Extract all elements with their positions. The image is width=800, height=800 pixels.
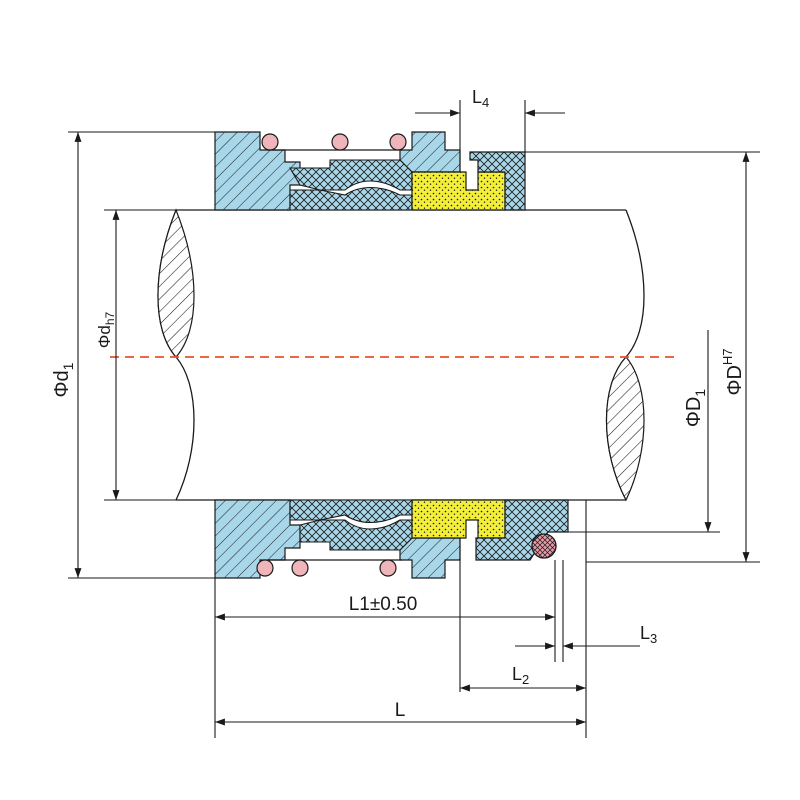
spring-coil-bottom-2 bbox=[291, 559, 309, 577]
bellows-top bbox=[289, 159, 413, 191]
spring-retainer-bottom bbox=[399, 537, 461, 579]
bellows-bottom bbox=[289, 499, 413, 524]
label-phi-D: ΦDH7 bbox=[720, 348, 746, 395]
label-l4: L4 bbox=[472, 87, 489, 110]
label-l3: L3 bbox=[640, 623, 657, 646]
stationary-seat-bottom bbox=[475, 499, 569, 561]
stationary-seat-top bbox=[469, 151, 526, 211]
spring-coil-top-3 bbox=[389, 133, 407, 151]
seal-section-top bbox=[214, 131, 526, 211]
spring-coil-bottom-3 bbox=[379, 559, 397, 577]
label-l1: L1±0.50 bbox=[349, 594, 418, 615]
dimensions bbox=[68, 100, 760, 738]
rotary-face-bottom bbox=[411, 499, 506, 539]
spring-coil-bottom-1 bbox=[256, 559, 274, 577]
rotary-face-top bbox=[411, 171, 506, 211]
label-phi-d1: Φd1 bbox=[51, 362, 76, 397]
spring-retainer-top bbox=[399, 131, 461, 173]
shaft-break-hatch-left bbox=[157, 208, 195, 358]
rotary-body-top bbox=[214, 131, 301, 211]
label-l2: L2 bbox=[512, 664, 529, 687]
shaft-break-hatch-right bbox=[606, 356, 645, 502]
o-ring-bottom bbox=[531, 533, 557, 559]
bellows-liner-bottom bbox=[299, 519, 413, 551]
label-phi-D1: ΦD1 bbox=[683, 389, 708, 427]
bellows-liner-top bbox=[289, 186, 413, 211]
label-phi-dh7: Φdh7 bbox=[95, 311, 117, 348]
seal-section-bottom bbox=[214, 499, 569, 579]
label-l: L bbox=[395, 700, 406, 721]
spring-coil-top-1 bbox=[261, 133, 279, 151]
spring-coil-top-2 bbox=[331, 133, 349, 151]
shaft bbox=[157, 209, 645, 501]
